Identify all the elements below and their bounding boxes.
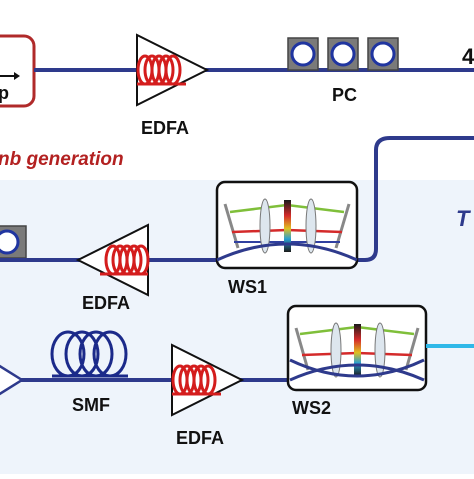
waveshaper-icon xyxy=(286,304,428,392)
polarization-controller-icon xyxy=(0,225,27,259)
waveshaper-icon xyxy=(215,180,359,270)
polarization-controller-icon xyxy=(287,37,399,71)
ws1-label: WS1 xyxy=(228,277,267,297)
ws2-label: WS2 xyxy=(292,398,331,418)
top-right-label: 4 xyxy=(462,44,474,69)
amplifier-icon xyxy=(0,364,25,396)
smf-label: SMF xyxy=(72,395,110,415)
pc-label: PC xyxy=(332,85,357,105)
mid-right-label: T xyxy=(456,206,471,231)
amplifier-icon xyxy=(75,223,150,297)
laser-label: p xyxy=(0,83,9,103)
amplifier-icon xyxy=(171,343,245,417)
section-label-comb: nb generation xyxy=(0,149,124,170)
fiber-spool-icon xyxy=(50,330,128,378)
middle-fiber-line xyxy=(0,136,474,262)
edfa-1-label: EDFA xyxy=(141,118,189,138)
amplifier-icon xyxy=(136,33,210,107)
edfa-3-label: EDFA xyxy=(176,428,224,448)
edfa-2-label: EDFA xyxy=(82,293,130,313)
